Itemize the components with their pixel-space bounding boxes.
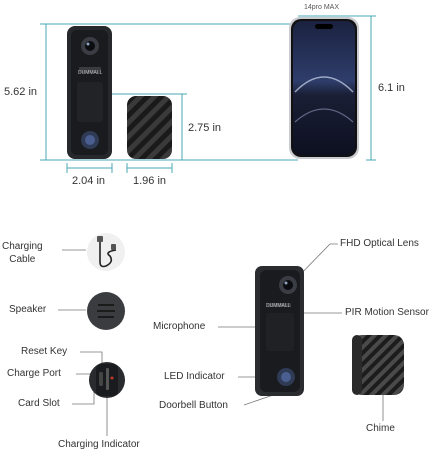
side-port-illustration: [89, 362, 125, 398]
fhd-lens-label: FHD Optical Lens: [340, 238, 419, 249]
microphone-label: Microphone: [153, 321, 206, 332]
charge-port-label: Charge Port: [7, 368, 61, 379]
brand-logo-large: DUMMALL: [266, 303, 291, 309]
card-slot-label: Card Slot: [18, 398, 60, 409]
brand-logo-small: DUMMALL: [78, 70, 103, 76]
doorbell-height-label: 5.62 in: [4, 86, 38, 98]
chime-large-illustration: [352, 335, 404, 395]
doorbell-front-illustration: [67, 26, 112, 159]
chime-label: Chime: [366, 423, 395, 434]
phone-height-label: 6.1 in: [378, 82, 405, 94]
charging-cable-label: Charging Cable: [2, 241, 43, 265]
chime-width-label: 1.96 in: [133, 175, 167, 187]
phone-model-label: 14pro MAX: [304, 4, 340, 11]
led-indicator-label: LED Indicator: [164, 371, 225, 382]
charging-indicator-label: Charging Indicator: [58, 439, 140, 450]
doorbell-large-illustration: [255, 266, 304, 396]
pir-sensor-label: PIR Motion Sensor: [345, 307, 429, 318]
cable-illustration: [87, 233, 125, 271]
doorbell-width-label: 2.04 in: [72, 175, 106, 187]
reset-key-label: Reset Key: [21, 346, 68, 357]
chime-height-label: 2.75 in: [188, 122, 222, 134]
speaker-illustration: [87, 292, 125, 330]
phone-illustration: [289, 17, 359, 159]
speaker-label: Speaker: [9, 304, 47, 315]
chime-top-illustration: [127, 96, 172, 159]
doorbell-button-label: Doorbell Button: [159, 400, 228, 411]
